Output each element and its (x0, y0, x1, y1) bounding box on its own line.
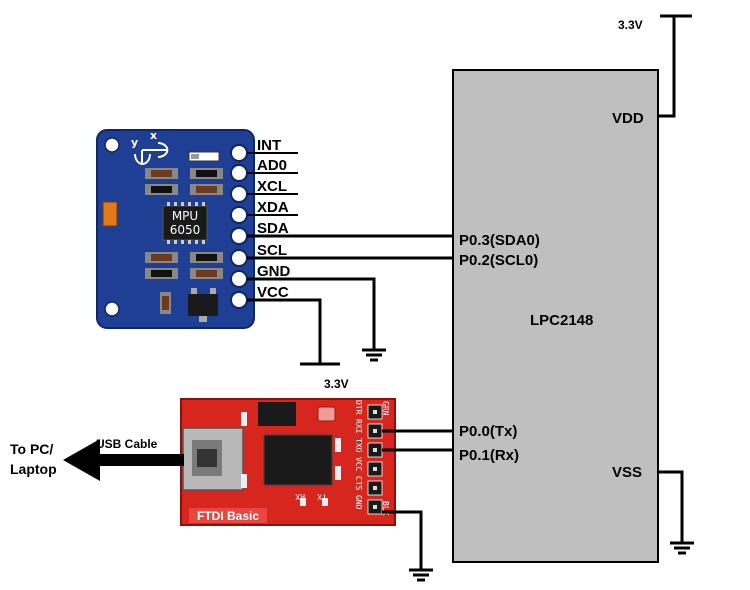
mounting-hole (104, 301, 120, 317)
top-supply-label: 3.3V (618, 18, 643, 32)
mcu-block (452, 69, 659, 563)
mcu-pin-vss: VSS (612, 464, 642, 481)
ftdi-label: FTDI Basic (197, 509, 259, 523)
mpu-supply-label: 3.3V (324, 377, 349, 391)
mcu-pin-tx: P0.0(Tx) (459, 423, 517, 440)
smd-component (151, 254, 172, 261)
smd-component (196, 270, 217, 277)
ftdi-ground-wire (382, 510, 433, 582)
usb-dest-line1: To PC/ (10, 441, 53, 457)
mounting-hole (104, 137, 120, 153)
mpu-pin-ad0: AD0 (257, 157, 287, 174)
mpu-ground-wire (247, 277, 386, 362)
mcu-pin-sda: P0.3(SDA0) (459, 232, 540, 249)
vss-ground-wire (658, 470, 694, 555)
ftdi-silk-vcc: VCC (354, 457, 363, 472)
ftdi-crystal (258, 402, 296, 426)
axis-icon (134, 142, 169, 165)
ftdi-led-rx: RX (295, 492, 305, 501)
mpu-pin-int: INT (257, 137, 281, 154)
ftdi-led-tx: TX (317, 492, 327, 501)
ftdi-silk-gnd: GND (354, 495, 363, 510)
ftdi-label-box (189, 508, 267, 523)
usb-cable-label: USB Cable (96, 437, 158, 451)
mcu-name: LPC2148 (530, 312, 593, 329)
tantalum-capacitor (102, 201, 118, 227)
vdd-supply-wire (658, 14, 692, 118)
smd-component (196, 170, 217, 177)
ftdi-silk-dtr: DTR (354, 400, 363, 415)
ftdi-silk-blk: BLK (381, 501, 390, 516)
ftdi-silk-cts: CTS (354, 476, 363, 491)
smd-component (188, 151, 220, 162)
smd-component (191, 154, 199, 159)
mpu-pin-scl: SCL (257, 242, 287, 259)
mpu-chip (162, 205, 208, 241)
smd-component (151, 270, 172, 277)
smd-component (151, 170, 172, 177)
ftdi-silk-txo: TXO (354, 438, 363, 453)
mpu-pin-xcl: XCL (257, 178, 287, 195)
mpu-pin-vcc: VCC (257, 284, 289, 301)
mpu-vcc-wire (247, 298, 340, 366)
axis-y-label: y (131, 136, 138, 149)
ftdi-chip (263, 434, 333, 486)
mcu-pin-rx: P0.1(Rx) (459, 447, 519, 464)
chip-pins (167, 202, 205, 244)
usb-arrow-icon (63, 439, 184, 481)
axis-x-label: x (150, 129, 157, 142)
mpu-chip-label: 6050 (170, 223, 201, 237)
ftdi-module: TX RX DTR RXI TXO VCC CTS GND GRN BLK FT… (180, 398, 396, 526)
ftdi-led (317, 406, 336, 422)
mpu-pin-sda: SDA (257, 220, 289, 237)
smd-component (151, 186, 172, 193)
mpu6050-module: x y MPU 6050 (96, 129, 255, 329)
mpu-chip-label: MPU (172, 209, 198, 223)
mpu-pin-gnd: GND (257, 263, 291, 280)
ftdi-silk-rxi: RXI (354, 419, 363, 434)
usb-dest-line2: Laptop (10, 461, 57, 477)
smd-component (162, 296, 169, 310)
smd-component (196, 254, 217, 261)
mcu-pin-scl: P0.2(SCL0) (459, 252, 538, 269)
mcu-pin-vdd: VDD (612, 110, 644, 127)
mpu-pin-xda: XDA (257, 199, 289, 216)
smd-component (196, 186, 217, 193)
voltage-regulator (188, 294, 218, 316)
ftdi-silk-grn: GRN (381, 401, 390, 416)
